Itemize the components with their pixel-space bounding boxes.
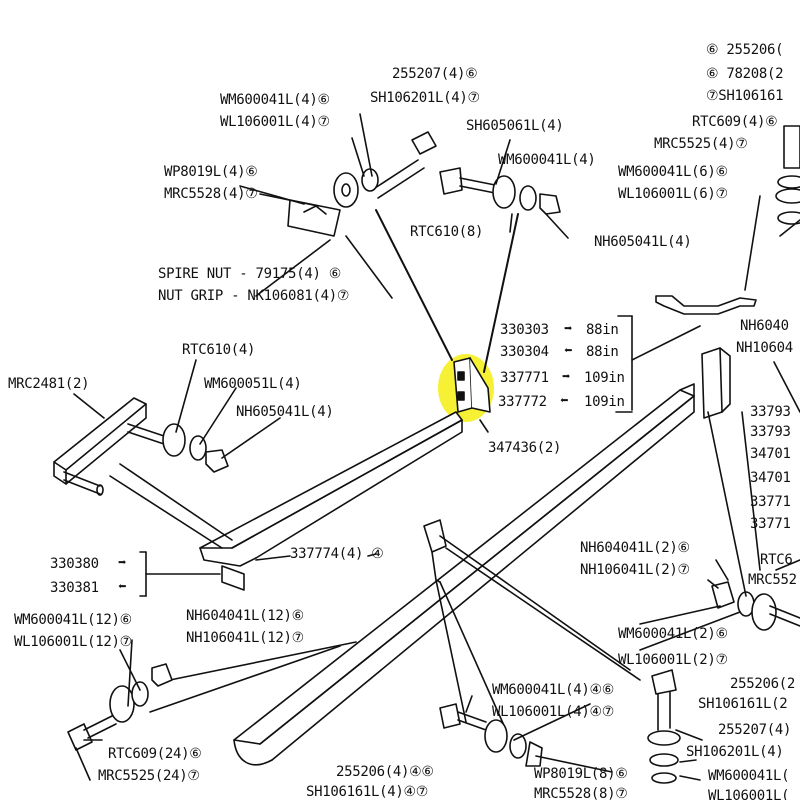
label-mrc5525-24: MRC5525(24)⑦ (98, 768, 200, 784)
label-mrc5528-8: MRC5528(8)⑦ (534, 786, 628, 800)
label-33793-a: 33793 (750, 404, 791, 420)
label-wp8019l-8: WP8019L(8)⑥ (534, 766, 628, 782)
label-nh605041l-top: NH605041L(4) (594, 234, 692, 250)
label-34701-b: 34701 (750, 470, 791, 486)
label-nh6040-right: NH6040 (740, 318, 789, 334)
label-337772-length: 109in (584, 394, 625, 410)
arrow-right-icon: ➡ (562, 369, 571, 385)
label-wl106001l-br: WL106001L( (708, 788, 790, 800)
label-33771-b: 33771 (750, 516, 791, 532)
label-255206-2: 255206(2 (730, 676, 796, 692)
label-rtc609-24: RTC609(24)⑥ (108, 746, 202, 762)
label-wm600041l-bottom: WM600041L(4)④⑥ (492, 682, 615, 698)
label-255207-top: 255207(4)⑥ (392, 66, 478, 82)
label-sh106201l-bottom: SH106201L(4) (686, 744, 784, 760)
label-330380: 330380 (50, 556, 99, 572)
label-wm600051l: WM600051L(4) (204, 376, 302, 392)
label-wl106001l-bottom: WL106001L(4)④⑦ (492, 704, 615, 720)
label-nh106041l-12: NH106041L(12)⑦ (186, 630, 304, 646)
upper-right-bolt-stack (439, 167, 561, 215)
label-rtc610-8: RTC610(8) (410, 224, 484, 240)
bottom-center-bolt-stack (439, 703, 543, 767)
label-330303-length: 88in (586, 322, 619, 338)
label-330304-length: 88in (586, 344, 619, 360)
label-78208: ⑥ 78208(2 (706, 66, 784, 82)
bottom-left-bolt-stack (67, 663, 173, 751)
label-nh605041l-left: NH605041L(4) (236, 404, 334, 420)
label-sh106161l-2: SH106161L(2 (698, 696, 788, 712)
right-lower-bolt-stack (707, 411, 800, 631)
label-rtc610-4: RTC610(4) (182, 342, 256, 358)
label-nh10604-right: NH10604 (736, 340, 793, 356)
label-wp8019l-top: WP8019L(4)⑥ (164, 164, 258, 180)
arrow-right-icon: ➡ (118, 555, 127, 571)
label-wm600041l-12: WM600041L(12)⑥ (14, 612, 132, 628)
label-nut-grip: NUT GRIP - NK106081(4)⑦ (158, 288, 350, 304)
label-rtc6: RTC6 (760, 552, 793, 568)
label-wl106001l-right: WL106001L(6)⑦ (618, 186, 728, 202)
arrow-left-icon: ⬅ (560, 393, 569, 409)
label-wl106001l-top: WL106001L(4)⑦ (220, 114, 330, 130)
label-sh106161l-4: SH106161L(4)④⑦ (306, 784, 429, 800)
arrow-left-icon: ⬅ (118, 579, 127, 595)
label-255206: ⑥ 255206( (706, 42, 784, 58)
right-upper-bolt-stack (655, 125, 800, 315)
label-337771: 337771 (500, 370, 549, 386)
label-wm600041l-mid: WM600041L(4) (498, 152, 596, 168)
label-wm600041l-br: WM600041L( (708, 768, 790, 784)
label-wm600041l-right: WM600041L(6)⑥ (618, 164, 728, 180)
label-nh106041l-2: NH106041L(2)⑦ (580, 562, 690, 578)
label-347436: 347436(2) (488, 440, 562, 456)
label-330304: 330304 (500, 344, 549, 360)
label-33771-a: 33771 (750, 494, 791, 510)
highlighted-bracket (438, 354, 494, 422)
label-255207-bottom: 255207(4) (718, 722, 792, 738)
label-mrc5528-top: MRC5528(4)⑦ (164, 186, 258, 202)
label-wl106001l-12: WL106001L(12)⑦ (14, 634, 132, 650)
label-337774: 337774(4) ④ (290, 546, 384, 562)
label-sh106201l-top: SH106201L(4)⑦ (370, 90, 480, 106)
label-33793-b: 33793 (750, 424, 791, 440)
arrow-right-icon: ➡ (564, 321, 573, 337)
label-mrc2481: MRC2481(2) (8, 376, 90, 392)
label-nh604041l-12: NH604041L(12)⑥ (186, 608, 304, 624)
arrow-left-icon: ⬅ (564, 343, 573, 359)
label-255206-4: 255206(4)④⑥ (336, 764, 434, 780)
label-330303: 330303 (500, 322, 549, 338)
label-337772: 337772 (498, 394, 547, 410)
mrc2481-plate (53, 397, 229, 496)
label-sh106161: ⑦SH106161 (706, 88, 784, 104)
label-mrc5525-right: MRC5525(4)⑦ (654, 136, 748, 152)
label-sh605061l: SH605061L(4) (466, 118, 564, 134)
label-wm600041l-top: WM600041L(4)⑥ (220, 92, 330, 108)
crossbar-330380 (109, 411, 463, 591)
label-337771-length: 109in (584, 370, 625, 386)
label-mrc552: MRC552 (748, 572, 797, 588)
label-330381: 330381 (50, 580, 99, 596)
label-nh604041l-2: NH604041L(2)⑥ (580, 540, 690, 556)
label-wm600041l-2: WM600041L(2)⑥ (618, 626, 728, 642)
label-rtc609-right: RTC609(4)⑥ (692, 114, 778, 130)
bottom-right-vertical-bolt (647, 669, 681, 784)
label-34701-a: 34701 (750, 446, 791, 462)
label-wl106001l-2: WL106001L(2)⑦ (618, 652, 728, 668)
label-spire-nut: SPIRE NUT - 79175(4) ⑥ (158, 266, 341, 282)
upper-bolt-stack (287, 131, 437, 237)
